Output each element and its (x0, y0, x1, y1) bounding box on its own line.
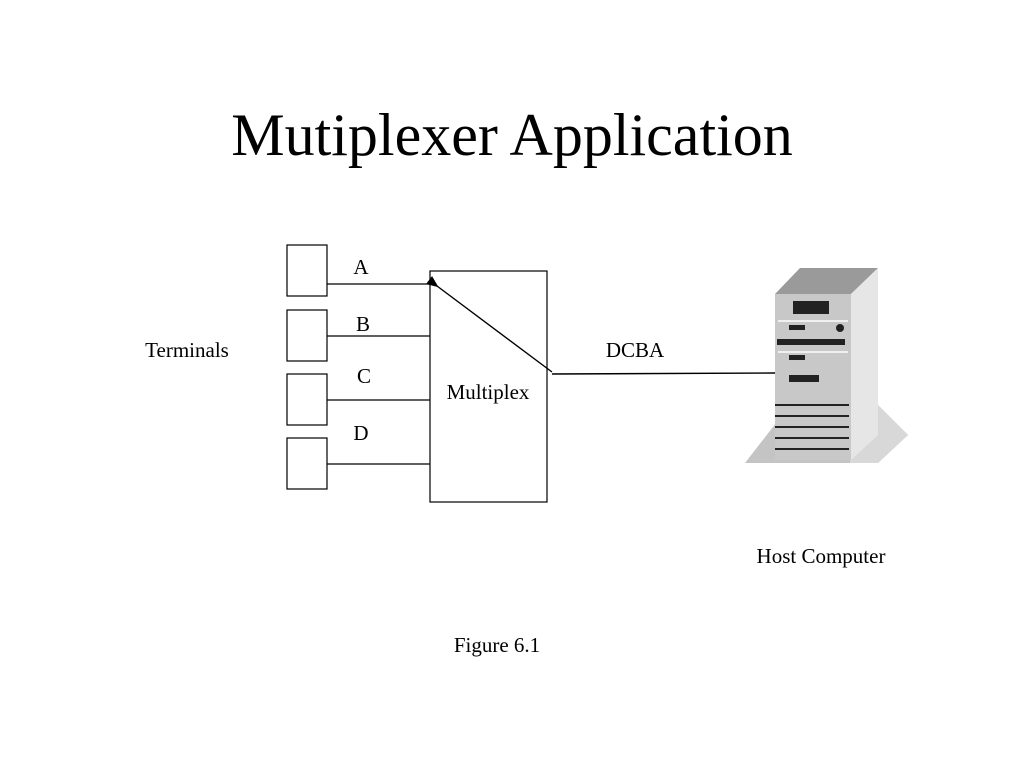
terminal-d-box (286, 437, 328, 490)
terminal-b-box (286, 309, 328, 362)
output-link-line (551, 372, 776, 375)
switch-arrow (425, 276, 553, 373)
terminal-a-box (286, 244, 328, 297)
terminal-c-box (286, 373, 328, 426)
host-computer-label: Host Computer (757, 544, 886, 568)
terminals-label: Terminals (145, 338, 229, 362)
channel-a-label: A (353, 255, 369, 279)
channel-d-label: D (353, 421, 368, 445)
output-stream-label: DCBA (606, 338, 665, 362)
channel-b-label: B (356, 312, 370, 336)
server-side (851, 268, 878, 460)
server-top (775, 268, 878, 294)
multiplexer-label: Multiplex (447, 380, 530, 404)
channel-c-label: C (357, 364, 371, 388)
server-tower-icon (745, 268, 908, 463)
slide-title: Mutiplexer Application (231, 102, 793, 168)
figure-caption: Figure 6.1 (454, 633, 540, 657)
multiplexer-box (429, 270, 548, 503)
